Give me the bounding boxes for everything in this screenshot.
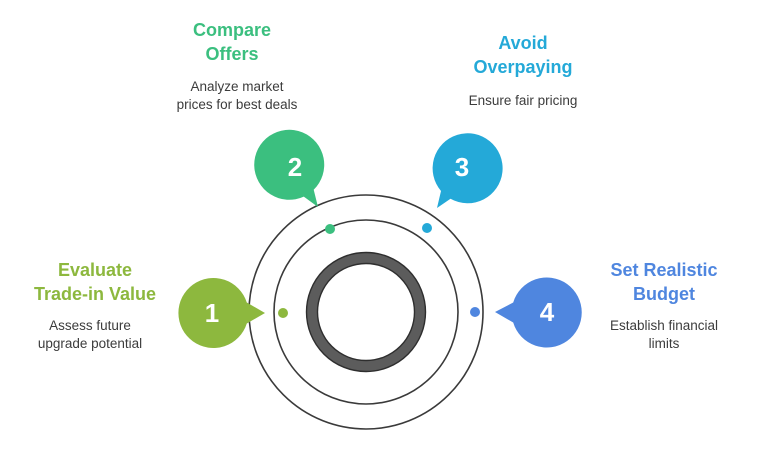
step-1-marker: 1	[178, 278, 288, 349]
step-3-bubble	[432, 133, 503, 208]
core-ring	[306, 252, 426, 372]
step-4-dot	[470, 307, 480, 317]
step-4-number: 4	[540, 297, 555, 327]
step-1-dot	[278, 308, 288, 318]
step-2-bubble	[254, 129, 325, 207]
step-3-title: Avoid Overpaying	[473, 33, 573, 77]
step-4-marker: 4	[470, 277, 582, 348]
step-2-title: Compare Offers	[192, 20, 272, 64]
step-1-description: Assess future upgrade potential	[37, 318, 143, 351]
step-4-title: Set Realistic Budget	[610, 260, 718, 304]
core-ring-outline-outer	[305, 251, 427, 373]
step-1-number: 1	[205, 298, 219, 328]
core-ring-outline-inner	[316, 262, 416, 362]
step-1-bubble	[178, 278, 265, 349]
step-2-dot	[325, 224, 335, 234]
step-2-marker: 2	[254, 129, 335, 234]
step-2-number: 2	[288, 152, 302, 182]
step-4-description: Establish financial limits	[609, 318, 719, 351]
step-1-title: Evaluate Trade-in Value	[33, 260, 157, 304]
step-3-marker: 3	[422, 133, 503, 233]
middle-ring	[273, 219, 459, 405]
step-4-bubble	[495, 277, 582, 348]
step-3-number: 3	[455, 152, 469, 182]
step-3-description: Ensure fair pricing	[468, 93, 578, 108]
step-2-description: Analyze market prices for best deals	[176, 79, 298, 112]
step-3-dot	[422, 223, 432, 233]
